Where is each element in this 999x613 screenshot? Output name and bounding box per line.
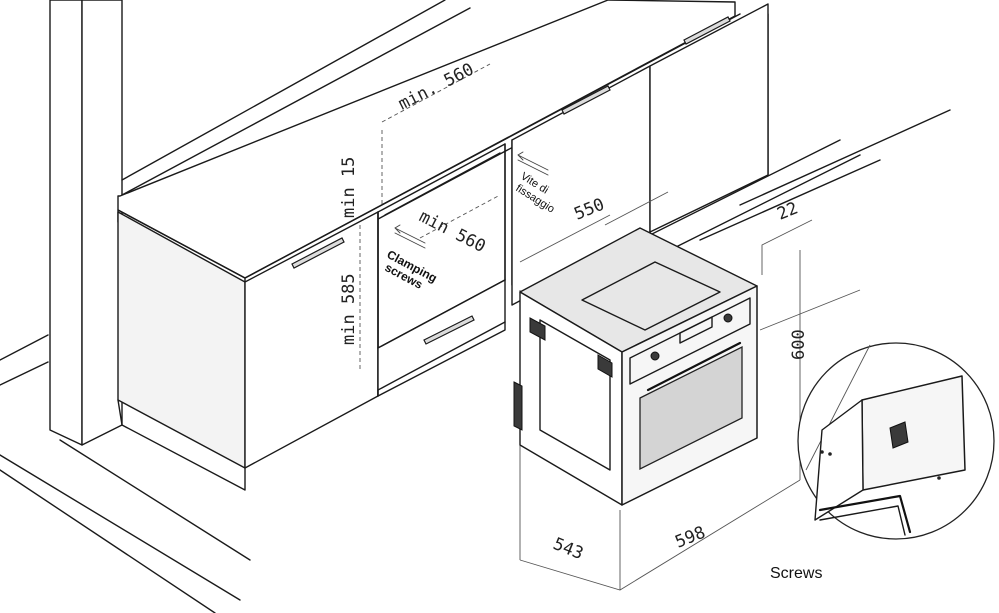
detail-magnifier [759, 289, 995, 540]
drawer [377, 279, 506, 397]
dim-niche-width-inner: min 560 [416, 207, 489, 257]
dim-top-clearance: min 15 [339, 157, 359, 218]
arrow-icons [394, 151, 549, 249]
left-cabinet [117, 211, 379, 491]
niche-dimension-guides [359, 63, 501, 372]
oven [513, 227, 758, 506]
dim-oven-depth: 543 [550, 534, 586, 564]
dim-niche-height: min 585 [339, 273, 359, 345]
wall-column [49, 0, 123, 446]
dim-oven-width: 598 [672, 523, 708, 553]
dim-offset-22: 22 [774, 198, 800, 224]
label-screws: Screws [770, 565, 822, 582]
dim-oven-height: 600 [789, 329, 809, 360]
